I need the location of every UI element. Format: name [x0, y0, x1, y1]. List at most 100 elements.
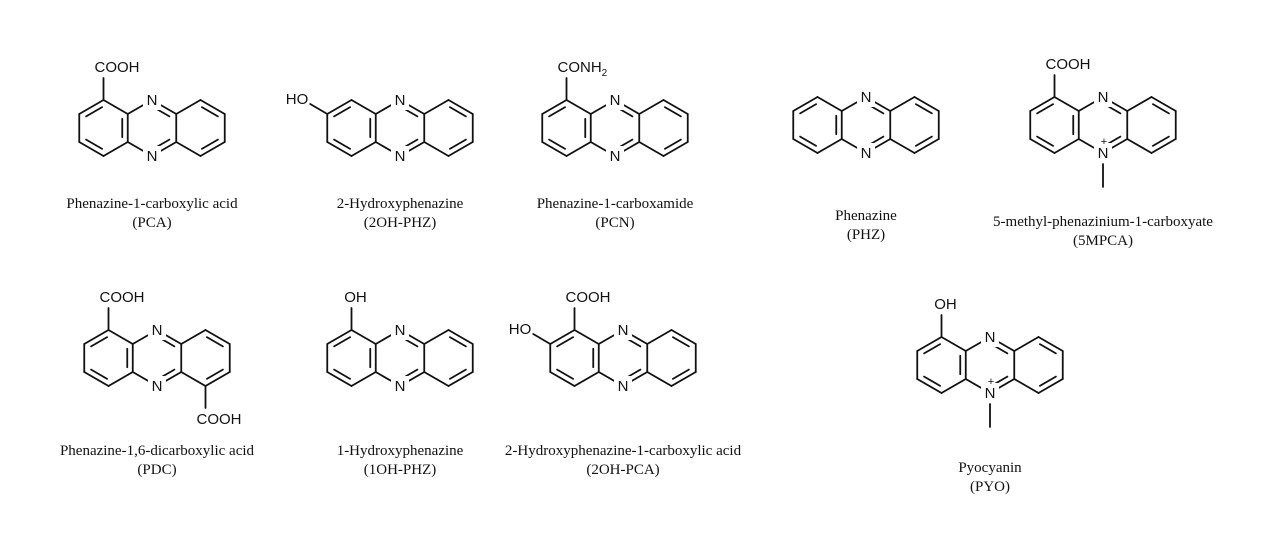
compound-name: 1-Hydroxyphenazine — [337, 443, 464, 459]
nitrogen-atom: N — [618, 378, 629, 395]
double-bond — [85, 138, 104, 150]
bond — [102, 99, 129, 115]
positive-charge: + — [1101, 136, 1107, 148]
bond — [638, 99, 665, 115]
double-bond — [1151, 135, 1170, 147]
substituent-bond — [309, 103, 329, 115]
substituent-c1: COOH — [95, 59, 140, 76]
bond — [180, 371, 207, 387]
compound-name: 2-Hydroxyphenazine — [337, 196, 464, 212]
double-bond — [85, 106, 104, 118]
nitrogen-atom: N — [985, 329, 996, 346]
bond — [792, 96, 819, 112]
bond — [940, 336, 967, 352]
double-bond — [556, 336, 575, 348]
nitrogen-atom: N — [395, 92, 406, 109]
substituent-bond — [532, 333, 552, 345]
double-bond — [548, 138, 567, 150]
bond — [541, 99, 568, 115]
bond — [670, 371, 697, 387]
double-bond — [671, 368, 690, 380]
bond — [549, 329, 576, 345]
bond — [662, 99, 689, 115]
substituent-c1: OH — [934, 296, 957, 313]
double-bond — [914, 135, 933, 147]
bond — [816, 138, 843, 154]
compound-abbreviation: (PCA) — [132, 215, 171, 231]
bond — [549, 371, 576, 387]
double-bond — [90, 336, 109, 348]
bond — [447, 99, 474, 115]
double-bond — [914, 103, 933, 115]
bond — [350, 141, 377, 157]
atom-mask — [1094, 143, 1112, 163]
atom-mask — [143, 90, 161, 110]
bond — [646, 329, 673, 345]
nitrogen-atom: N — [610, 148, 621, 165]
bond — [913, 138, 940, 154]
bond — [1053, 138, 1080, 154]
substituent-c1: COOH — [100, 289, 145, 306]
atom-mask — [148, 376, 166, 396]
nitrogen-atom: N — [1098, 89, 1109, 106]
double-bond — [333, 138, 352, 150]
compound-abbreviation: (2OH-PCA) — [586, 462, 659, 478]
compound-abbreviation: (1OH-PHZ) — [364, 462, 437, 478]
bond — [423, 329, 450, 345]
double-bond — [205, 368, 224, 380]
atom-mask — [606, 90, 624, 110]
bond — [204, 371, 231, 387]
double-bond — [663, 106, 682, 118]
atom-mask — [857, 143, 875, 163]
compound-abbreviation: (PDC) — [137, 462, 176, 478]
double-bond — [1036, 103, 1055, 115]
atom-mask — [981, 327, 999, 347]
compound-name: 2-Hydroxyphenazine-1-carboxylic acid — [505, 443, 742, 459]
compound-abbreviation: (PYO) — [970, 479, 1010, 495]
nitrogen-atom: N — [610, 92, 621, 109]
bond — [107, 329, 134, 345]
substituent-c2: HO — [286, 91, 309, 108]
double-bond — [90, 368, 109, 380]
atom-mask — [148, 320, 166, 340]
bond — [78, 141, 105, 157]
compound-name: Phenazine-1-carboxylic acid — [66, 196, 238, 212]
bond — [573, 329, 600, 345]
bond — [83, 371, 110, 387]
bond — [1013, 378, 1040, 394]
positive-charge: + — [988, 376, 994, 388]
bond — [565, 99, 592, 115]
compound-abbreviation: (5MPCA) — [1073, 233, 1133, 249]
bond — [447, 141, 474, 157]
bond — [423, 141, 450, 157]
atom-mask — [391, 146, 409, 166]
nitrogen-atom: N — [1098, 145, 1109, 162]
double-bond — [333, 336, 352, 348]
double-bond — [556, 368, 575, 380]
bond — [447, 329, 474, 345]
compound-name: Phenazine-1-carboxamide — [537, 196, 694, 212]
double-bond — [1038, 375, 1057, 387]
bond — [940, 378, 967, 394]
compound-name: Phenazine — [835, 208, 897, 224]
bond — [350, 329, 377, 345]
bond — [326, 99, 353, 115]
bond — [573, 371, 600, 387]
bond — [889, 96, 916, 112]
nitrogen-atom: N — [395, 378, 406, 395]
double-bond — [799, 103, 818, 115]
double-bond — [448, 138, 467, 150]
atom-mask — [391, 376, 409, 396]
atom-mask — [391, 320, 409, 340]
bond — [1037, 336, 1064, 352]
bond — [350, 99, 377, 115]
atom-mask — [1094, 87, 1112, 107]
nitrogen-atom: N — [985, 385, 996, 402]
compound-abbreviation: (PHZ) — [847, 227, 885, 243]
bond — [638, 141, 665, 157]
bond — [199, 141, 226, 157]
bond — [1150, 138, 1177, 154]
bond — [447, 371, 474, 387]
